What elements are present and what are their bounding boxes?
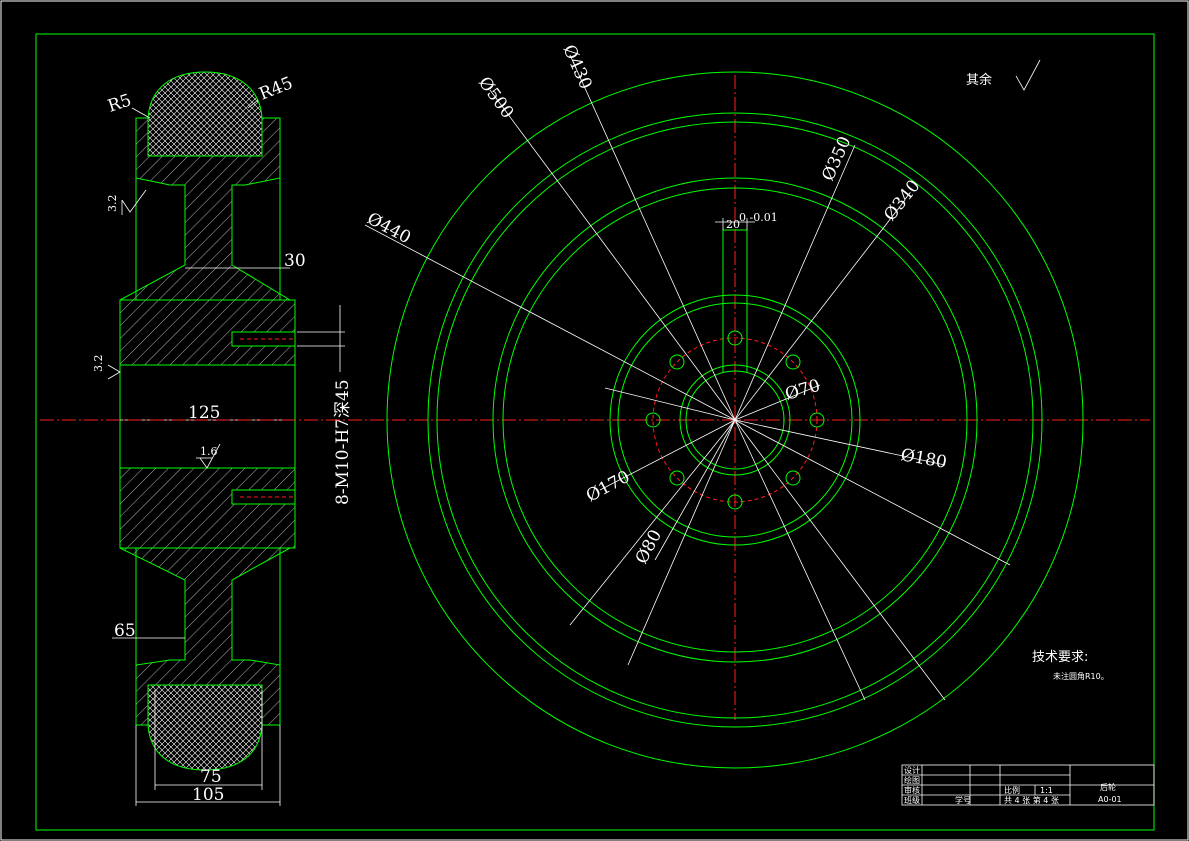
hub-bottom-hatch <box>119 467 296 549</box>
svg-text:3.2: 3.2 <box>92 355 105 373</box>
tb-draw: 绘图 <box>904 775 920 785</box>
svg-text:1.6: 1.6 <box>200 445 218 458</box>
roughness-bore: 1.6 <box>196 443 221 469</box>
dim-d170: Ø170 <box>583 467 633 506</box>
bottom-rim-knurl <box>147 684 263 771</box>
tb-scale: 1:1 <box>1040 786 1053 795</box>
tb-check: 审核 <box>904 785 920 795</box>
rest-roughness-symbol <box>1015 59 1041 91</box>
dim-d340: Ø340 <box>880 176 924 225</box>
tb-student-no: 学号 <box>955 795 971 805</box>
dim-d350: Ø350 <box>818 134 855 185</box>
leader-lines <box>364 54 1011 701</box>
rest-roughness-note: 其余 <box>966 72 992 88</box>
dim-30: 30 <box>284 251 306 271</box>
dim-d180: Ø180 <box>899 445 948 473</box>
title-block: 设计 绘图 审核 班级 学号 比例 1:1 共 4 张 第 4 张 后轮 A0-… <box>901 764 1155 806</box>
top-rim-hatch <box>119 117 292 301</box>
bore <box>119 364 296 469</box>
roughness-mid: 3.2 <box>92 355 121 380</box>
section-view: R5 R45 30 125 65 75 105 8-M10-H7深45 3.2 <box>92 71 353 806</box>
dim-65: 65 <box>114 621 136 641</box>
tech-requirements-item: 未注圆角R10。 <box>1053 671 1109 681</box>
dim-75: 75 <box>200 767 222 787</box>
tb-part-name: 后轮 <box>1100 782 1116 792</box>
dim-105: 105 <box>192 785 224 805</box>
dim-r5: R5 <box>105 90 134 116</box>
dim-125: 125 <box>188 403 220 423</box>
tb-design: 设计 <box>904 765 920 775</box>
bolt-holes <box>645 330 825 510</box>
inner-border <box>35 33 1155 831</box>
tech-requirements-title: 技术要求: <box>1032 650 1088 665</box>
tb-scale-label: 比例 <box>1004 785 1020 795</box>
top-rim-knurl <box>147 71 263 157</box>
tb-drawing-no: A0-01 <box>1098 795 1122 804</box>
dim-d430: Ø430 <box>558 42 595 93</box>
dim-d440: Ø440 <box>364 209 414 248</box>
tb-class: 班级 <box>904 795 920 805</box>
dim-r45: R45 <box>256 73 295 104</box>
svg-text:3.2: 3.2 <box>106 195 119 213</box>
roughness-top: 3.2 <box>106 189 147 215</box>
dim-keyway: 20 <box>726 218 740 231</box>
dim-bolts: 8-M10-H7深45 <box>333 379 353 505</box>
dim-d500: Ø500 <box>474 73 517 122</box>
dim-d80: Ø80 <box>632 527 666 568</box>
front-keyway <box>722 229 748 372</box>
dim-d70: Ø70 <box>783 376 823 405</box>
front-view: 20 0 -0.01 Ø500 Ø430 Ø350 Ø340 Ø440 Ø70 … <box>364 42 1084 769</box>
dim-keyway-tol: 0 -0.01 <box>739 211 778 224</box>
tb-sheets: 共 4 张 第 4 张 <box>1004 795 1059 805</box>
